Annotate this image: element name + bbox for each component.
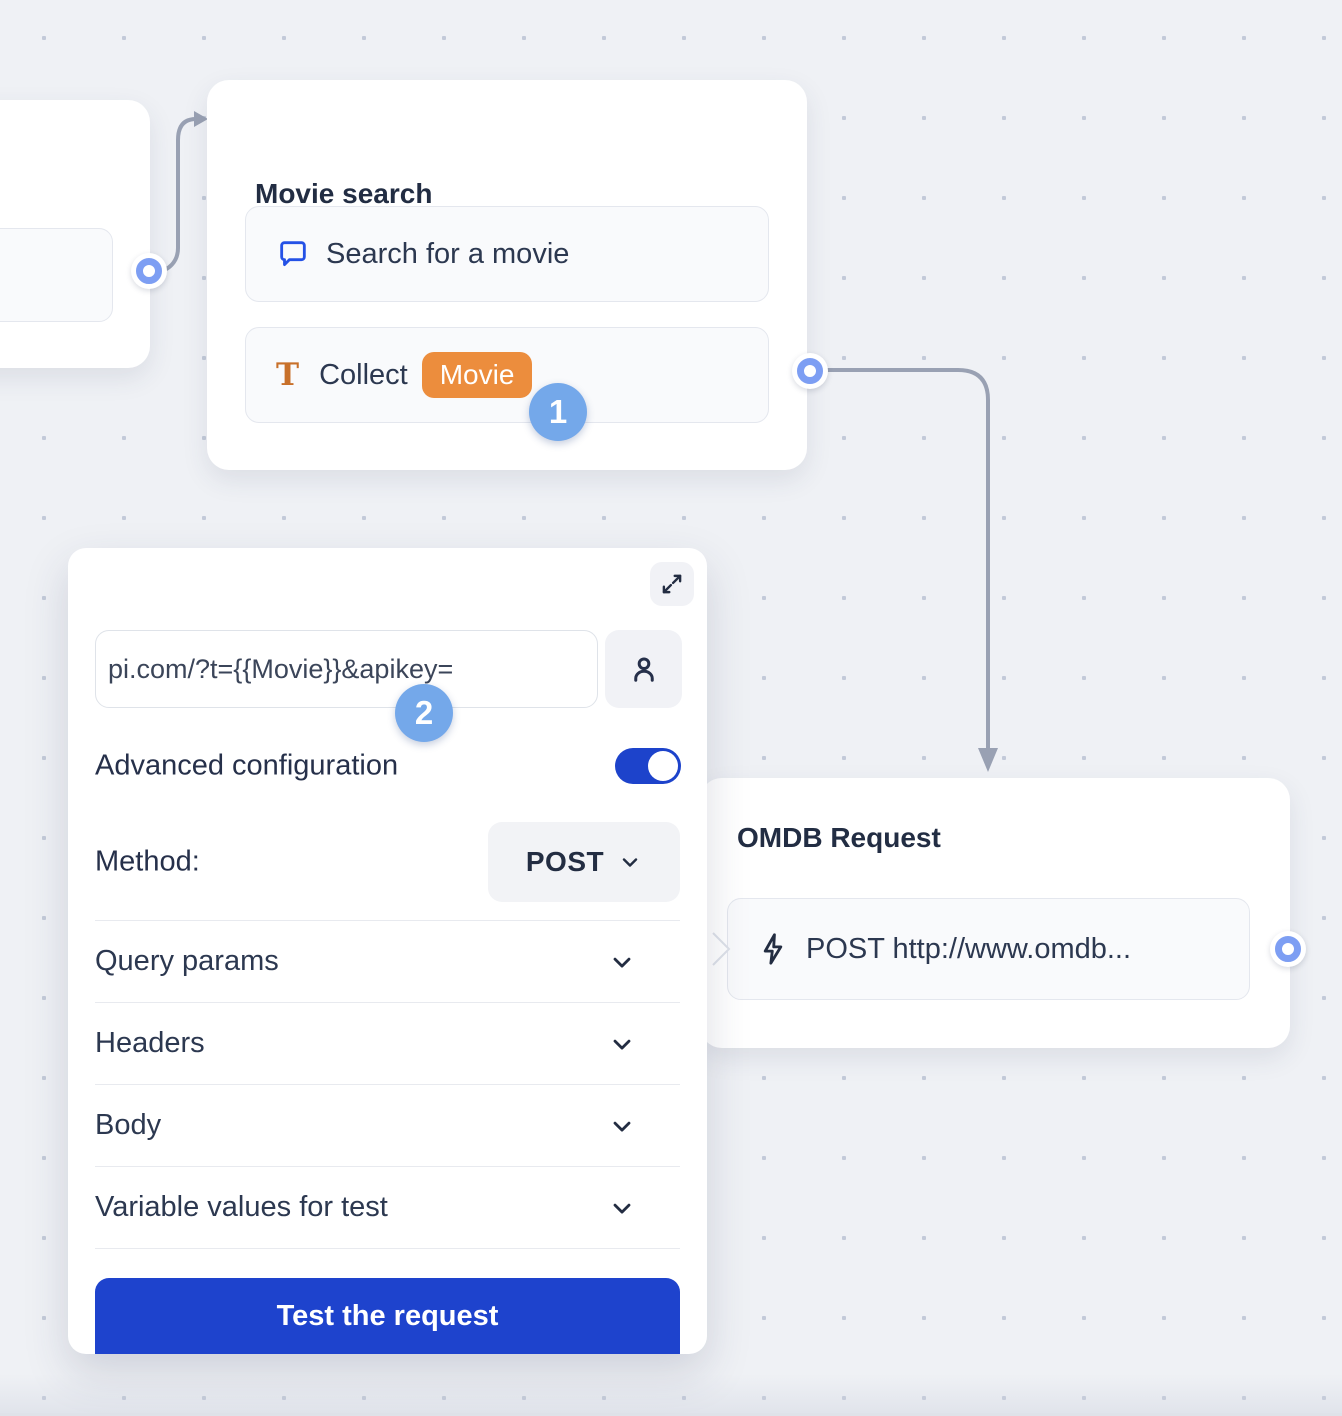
- advanced-configuration-label: Advanced configuration: [95, 749, 399, 782]
- method-label: Method:: [95, 845, 200, 878]
- output-port-left-node[interactable]: [131, 253, 167, 289]
- output-port-movie-search[interactable]: [792, 353, 828, 389]
- expand-icon: [659, 571, 685, 597]
- method-dropdown[interactable]: POST: [488, 822, 680, 902]
- person-icon: [626, 651, 662, 687]
- node-item-label: Search for a movie: [326, 237, 570, 270]
- chevron-down-icon: [608, 1194, 636, 1222]
- method-value: POST: [525, 846, 605, 877]
- step-badge-2: 2: [395, 684, 453, 742]
- lightning-icon: [756, 932, 790, 966]
- wire-arrowhead-into-movie-search: [194, 111, 208, 127]
- node-card-omdb-request[interactable]: OMDB Request POST http://www.omdb...: [700, 778, 1290, 1048]
- wire-arrowhead-into-omdb: [978, 748, 998, 772]
- canvas-bottom-edge: [0, 1413, 1342, 1416]
- node-item-placeholder[interactable]: [0, 228, 113, 322]
- step-badge-1: 1: [529, 383, 587, 441]
- advanced-configuration-toggle[interactable]: [615, 748, 681, 784]
- section-body[interactable]: Body: [95, 1084, 680, 1166]
- input-port-notch: [711, 931, 731, 972]
- webhook-editor-panel: Advanced configuration Method: POST Quer…: [68, 548, 707, 1354]
- variable-badge-movie: Movie: [421, 352, 533, 398]
- port-ring: [797, 358, 823, 384]
- section-label: Headers: [95, 1027, 205, 1059]
- chat-bubble-icon: [276, 237, 310, 271]
- output-port-omdb[interactable]: [1270, 931, 1306, 967]
- node-title: Movie search: [255, 178, 433, 209]
- section-label: Query params: [95, 945, 279, 977]
- chevron-down-icon: [618, 850, 642, 874]
- wire-movie-search-to-omdb: [820, 368, 990, 752]
- node-item-post-request[interactable]: POST http://www.omdb...: [712, 898, 1250, 1000]
- request-url-input[interactable]: [95, 630, 598, 708]
- node-card-movie-search[interactable]: Movie search Search for a movie T Collec…: [207, 80, 807, 470]
- section-variable-values-for-test[interactable]: Variable values for test: [95, 1166, 680, 1249]
- chevron-down-icon: [608, 1030, 636, 1058]
- section-label: Body: [95, 1109, 162, 1141]
- node-item-search-for-a-movie[interactable]: Search for a movie: [245, 206, 769, 302]
- node-item-collect-movie[interactable]: T Collect Movie: [245, 327, 769, 423]
- port-ring: [1275, 936, 1301, 962]
- port-ring: [136, 258, 162, 284]
- test-the-request-button[interactable]: Test the request: [95, 1278, 680, 1354]
- canvas-bottom-shade: [0, 1374, 1342, 1416]
- section-headers[interactable]: Headers: [95, 1002, 680, 1084]
- node-title: OMDB Request: [737, 822, 941, 853]
- collapsible-sections: Query params Headers Body Variable value…: [95, 920, 680, 1249]
- section-label: Variable values for test: [95, 1191, 388, 1223]
- node-item-label: Collect: [319, 358, 408, 391]
- node-card-partial[interactable]: [0, 100, 150, 368]
- section-query-params[interactable]: Query params: [95, 920, 680, 1002]
- wire-left-to-movie-search: [156, 117, 198, 273]
- text-input-icon: T: [276, 356, 300, 393]
- expand-button[interactable]: [650, 562, 694, 606]
- node-item-label: POST http://www.omdb...: [806, 932, 1132, 965]
- toggle-knob: [648, 751, 678, 781]
- insert-variable-button[interactable]: [605, 630, 682, 708]
- chevron-down-icon: [608, 948, 636, 976]
- chevron-down-icon: [608, 1112, 636, 1140]
